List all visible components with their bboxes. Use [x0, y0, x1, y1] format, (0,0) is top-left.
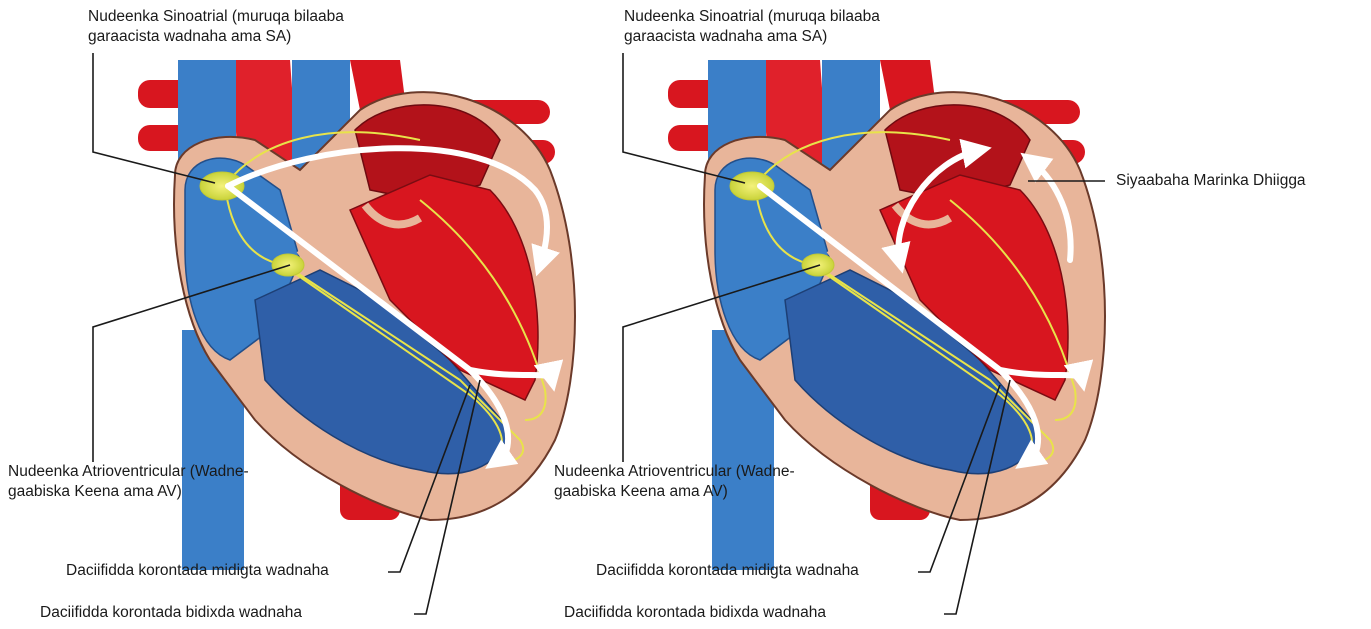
- sa-node-label-right: Nudeenka Sinoatrial (muruqa bilaaba gara…: [624, 7, 880, 47]
- sa-node-label-right-line1: Nudeenka Sinoatrial (muruqa bilaaba: [624, 7, 880, 27]
- sa-node-label-line1: Nudeenka Sinoatrial (muruqa bilaaba: [88, 7, 344, 27]
- sa-node: [730, 172, 774, 200]
- av-node-label-right-line1: Nudeenka Atrioventricular (Wadne-: [554, 462, 795, 482]
- sa-node-label-right-line2: garaacista wadnaha ama SA): [624, 27, 880, 47]
- av-node-label-right-line2: gaabiska Keena ama AV): [554, 482, 795, 502]
- right-bundle-branch-label-right: Daciifidda korontada midigta wadnaha: [596, 561, 859, 581]
- heart-diagram-right: [530, 0, 1371, 629]
- sa-node-label: Nudeenka Sinoatrial (muruqa bilaaba gara…: [88, 7, 344, 47]
- av-node-label: Nudeenka Atrioventricular (Wadne- gaabis…: [8, 462, 249, 502]
- left-bundle-branch-label-right: Daciifidda korontada bidixda wadnaha: [564, 603, 826, 623]
- sa-node-label-line2: garaacista wadnaha ama SA): [88, 27, 344, 47]
- left-bundle-branch-label: Daciifidda korontada bidixda wadnaha: [40, 603, 302, 623]
- av-node-label-line2: gaabiska Keena ama AV): [8, 482, 249, 502]
- bachmann-bundle-label: Siyaabaha Marinka Dhiigga: [1116, 171, 1306, 191]
- right-bundle-branch-label: Daciifidda korontada midigta wadnaha: [66, 561, 329, 581]
- av-node-label-right: Nudeenka Atrioventricular (Wadne- gaabis…: [554, 462, 795, 502]
- right-heart-panel: Nudeenka Sinoatrial (muruqa bilaaba gara…: [530, 0, 1371, 629]
- av-node-label-line1: Nudeenka Atrioventricular (Wadne-: [8, 462, 249, 482]
